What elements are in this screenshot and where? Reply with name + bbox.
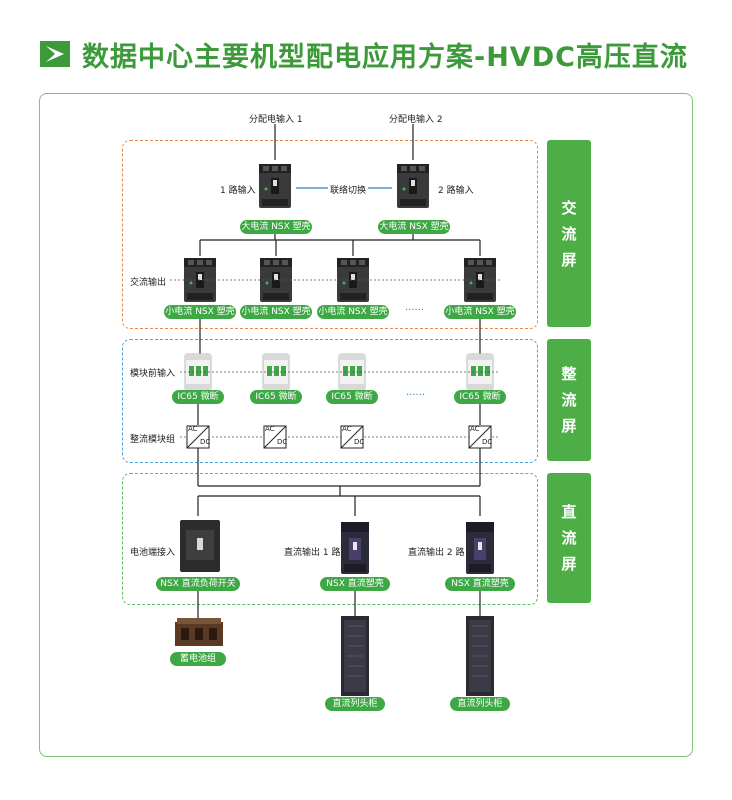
page-title-bar: 数据中心主要机型配电应用方案-HVDC高压直流 (40, 36, 688, 73)
main-breaker-1-label: 大电流 NSX 塑壳 (240, 220, 312, 234)
play-arrow-icon (40, 41, 70, 67)
rectifier-group-label: 整流模块组 (130, 435, 176, 445)
mcb-3-label: IC65 微断 (326, 390, 378, 404)
mcb-ellipsis: ······ (406, 390, 426, 401)
dc-breaker-2-label: NSX 直流塑壳 (445, 577, 515, 591)
conv-1-dc: DC (200, 438, 211, 446)
main-breaker-2 (397, 164, 429, 208)
module-input-label: 模块前输入 (130, 369, 176, 379)
conv-3-ac: AC (342, 425, 352, 433)
mcb-1-label: IC65 微断 (172, 390, 224, 404)
dc-out-1-label: 直流输出 1 路 (284, 548, 341, 558)
dc-breaker-1-label: NSX 直流塑壳 (320, 577, 390, 591)
conv-2-ac: AC (265, 425, 275, 433)
line-1-label: 1 路输入 (220, 186, 256, 196)
mcb-4-label: IC65 微断 (454, 390, 506, 404)
mcb-2-label: IC65 微断 (250, 390, 302, 404)
dc-switch-label: NSX 直流负荷开关 (156, 577, 240, 591)
ac-out-label: 交流输出 (130, 278, 167, 288)
conv-2-dc: DC (277, 438, 288, 446)
side-label-ac: 交 流 屏 (547, 140, 591, 327)
conv-3-dc: DC (354, 438, 365, 446)
dc-cabinet-1-label: 直流列头柜 (325, 697, 385, 711)
ac-zone (122, 140, 538, 329)
dc-breaker-1 (341, 522, 369, 574)
conv-4-ac: AC (470, 425, 480, 433)
conv-4-dc: DC (482, 438, 493, 446)
battery-input-label: 电池端接入 (130, 548, 176, 558)
page-title: 数据中心主要机型配电应用方案-HVDC高压直流 (82, 41, 688, 73)
ac-out-breaker-3 (337, 258, 369, 302)
rectifier-zone (122, 339, 538, 463)
main-breaker-2-label: 大电流 NSX 塑壳 (378, 220, 450, 234)
ac-out-item-1: 小电流 NSX 塑壳 (164, 305, 236, 319)
side-label-rectifier: 整 流 屏 (547, 339, 591, 461)
dc-cabinet-2-label: 直流列头柜 (450, 697, 510, 711)
battery-label: 蓄电池组 (170, 652, 226, 666)
tie-switch-label: 联络切换 (328, 183, 369, 196)
side-label-dc: 直 流 屏 (547, 473, 591, 603)
dc-cabinet-1 (340, 615, 370, 697)
input-1-label: 分配电输入 1 (249, 115, 303, 125)
dc-zone (122, 473, 538, 605)
input-2-label: 分配电输入 2 (389, 115, 443, 125)
dc-out-2-label: 直流输出 2 路 (408, 548, 465, 558)
line-2-label: 2 路输入 (438, 186, 474, 196)
dc-cabinet-2 (465, 615, 495, 697)
dc-breaker-2 (466, 522, 494, 574)
main-breaker-1 (259, 164, 291, 208)
ac-out-ellipsis: ······ (405, 305, 425, 316)
ac-out-item-3: 小电流 NSX 塑壳 (317, 305, 389, 319)
conv-1-ac: AC (188, 425, 198, 433)
diagram-frame (39, 93, 693, 757)
ac-out-item-4: 小电流 NSX 塑壳 (444, 305, 516, 319)
ac-out-item-2: 小电流 NSX 塑壳 (240, 305, 312, 319)
